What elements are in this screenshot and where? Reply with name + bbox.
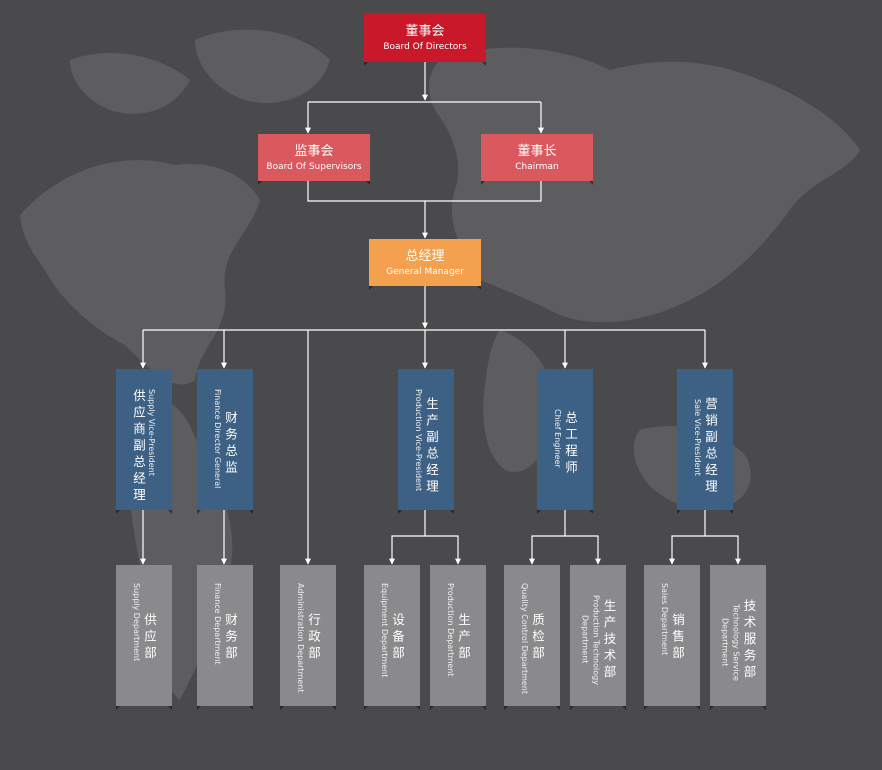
- executive-en: Supply Vice-President: [147, 389, 156, 476]
- executive-en: Finance Director General: [213, 389, 222, 489]
- general-manager-box: 总经理 General Manager: [369, 239, 481, 290]
- department-box-production: Production Department 生产部: [430, 565, 486, 710]
- department-box-technology-service: Technology Service Department 技术服务部: [710, 565, 766, 710]
- department-zh: 生产部: [456, 613, 471, 663]
- executive-box-production-vp: Production Vice-President 生产副总经理: [398, 369, 454, 514]
- department-box-sales: Sales Department 销售部: [644, 565, 700, 710]
- department-en: Administration Department: [296, 583, 305, 693]
- board-of-supervisors-zh: 监事会: [294, 144, 334, 159]
- executive-en: Chief Engineer: [553, 409, 562, 468]
- chairman-zh: 董事长: [517, 144, 557, 159]
- executive-zh: 生产副总经理: [424, 397, 439, 496]
- department-box-administration: Administration Department 行政部: [280, 565, 336, 710]
- executive-en: Sale Vice-President: [693, 399, 702, 476]
- board-of-supervisors-box: 监事会 Board Of Supervisors: [258, 134, 370, 185]
- executive-zh: 供应商副总经理: [131, 389, 146, 505]
- department-box-supply: Supply Department 供应部: [116, 565, 172, 710]
- board-of-directors-box: 董事会 Board Of Directors: [364, 14, 486, 66]
- executive-box-finance-director: Finance Director General 财务总监: [197, 369, 253, 514]
- department-zh: 财务部: [223, 613, 238, 663]
- department-en: Quality Control Department: [520, 583, 529, 694]
- department-en: Production Technology Department: [580, 594, 601, 685]
- executive-zh: 营销副总经理: [703, 397, 718, 496]
- department-en: Equipment Department: [380, 583, 389, 678]
- executive-zh: 总工程师: [563, 411, 578, 477]
- board-of-supervisors-en: Board Of Supervisors: [266, 162, 362, 172]
- general-manager-en: General Manager: [386, 267, 464, 277]
- department-zh: 行政部: [306, 613, 321, 663]
- general-manager-zh: 总经理: [405, 249, 445, 264]
- executive-zh: 财务总监: [223, 411, 238, 477]
- department-en: Sales Department: [660, 583, 669, 656]
- department-box-equipment: Equipment Department 设备部: [364, 565, 420, 710]
- department-zh: 设备部: [390, 613, 405, 663]
- department-zh: 质检部: [530, 613, 545, 663]
- chairman-box: 董事长 Chairman: [481, 134, 593, 185]
- department-zh: 供应部: [142, 613, 157, 663]
- department-en: Finance Department: [213, 583, 222, 665]
- department-zh: 技术服务部: [741, 599, 757, 682]
- department-en: Technology Service Department: [720, 604, 741, 681]
- department-box-production-technology: Production Technology Department 生产技术部: [570, 565, 626, 710]
- chairman-en: Chairman: [515, 162, 559, 172]
- board-of-directors-en: Board Of Directors: [383, 42, 467, 52]
- department-en: Production Department: [446, 583, 455, 677]
- department-zh: 销售部: [670, 613, 685, 663]
- department-en: Supply Department: [132, 583, 141, 662]
- executive-box-supply-vp: 供应商副总经理 Supply Vice-President: [116, 369, 172, 514]
- executive-box-sale-vp: Sale Vice-President 营销副总经理: [677, 369, 733, 514]
- department-zh: 生产技术部: [601, 599, 617, 682]
- executive-box-chief-engineer: Chief Engineer 总工程师: [537, 369, 593, 514]
- executive-en: Production Vice-President: [414, 389, 423, 492]
- board-of-directors-zh: 董事会: [405, 24, 445, 39]
- department-box-finance: Finance Department 财务部: [197, 565, 253, 710]
- department-box-quality-control: Quality Control Department 质检部: [504, 565, 560, 710]
